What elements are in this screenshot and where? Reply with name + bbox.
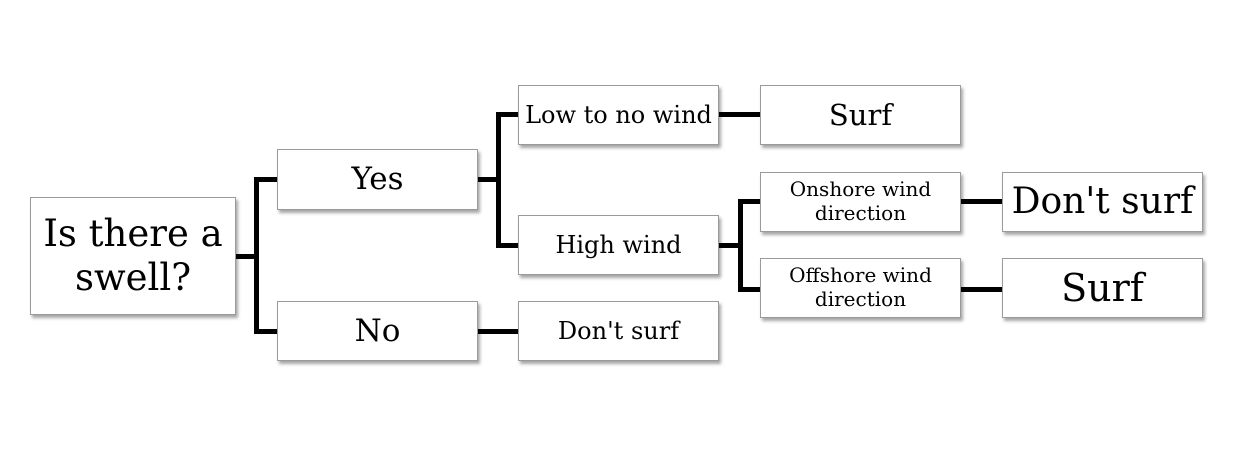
node-offshore-result: Surf <box>1002 258 1203 318</box>
connector-yes-stub <box>478 177 500 182</box>
node-no-label: No <box>354 312 401 349</box>
connector-to-onshore <box>738 199 761 204</box>
node-yes-label: Yes <box>351 161 404 198</box>
node-offshore: Offshore wind direction <box>760 258 961 318</box>
connector-to-no <box>254 329 278 334</box>
node-root-question: Is there a swell? <box>30 197 236 315</box>
node-low-wind-result: Surf <box>760 85 961 145</box>
node-low-wind: Low to no wind <box>518 85 719 145</box>
connector-high-wind-vertical <box>738 199 743 292</box>
node-high-wind: High wind <box>518 215 719 275</box>
node-no-result: Don't surf <box>518 301 719 361</box>
connector-onshore-to-result <box>961 199 1003 204</box>
connector-offshore-to-result <box>961 287 1003 292</box>
node-low-wind-result-label: Surf <box>828 97 893 132</box>
node-offshore-result-label: Surf <box>1061 265 1144 310</box>
connector-yes-vertical <box>496 112 501 248</box>
node-root-question-label: Is there a swell? <box>43 212 223 299</box>
node-onshore: Onshore wind direction <box>760 172 961 232</box>
connector-to-yes <box>254 177 278 182</box>
connector-root-stub <box>236 254 258 259</box>
node-onshore-result-label: Don't surf <box>1011 180 1194 222</box>
node-high-wind-label: High wind <box>555 230 682 259</box>
connector-low-wind-to-result <box>719 112 761 117</box>
node-onshore-label: Onshore wind direction <box>789 177 932 225</box>
node-no: No <box>277 301 478 361</box>
connector-root-vertical <box>254 177 259 334</box>
node-low-wind-label: Low to no wind <box>525 100 712 129</box>
connector-to-low-wind <box>496 112 519 117</box>
node-no-result-label: Don't surf <box>557 316 680 345</box>
node-offshore-label: Offshore wind direction <box>789 263 932 311</box>
connector-no-to-result <box>478 329 519 334</box>
connector-high-wind-stub <box>719 243 743 248</box>
connector-to-offshore <box>738 287 761 292</box>
node-yes: Yes <box>277 149 478 210</box>
node-onshore-result: Don't surf <box>1002 172 1203 232</box>
connector-to-high-wind <box>496 243 519 248</box>
